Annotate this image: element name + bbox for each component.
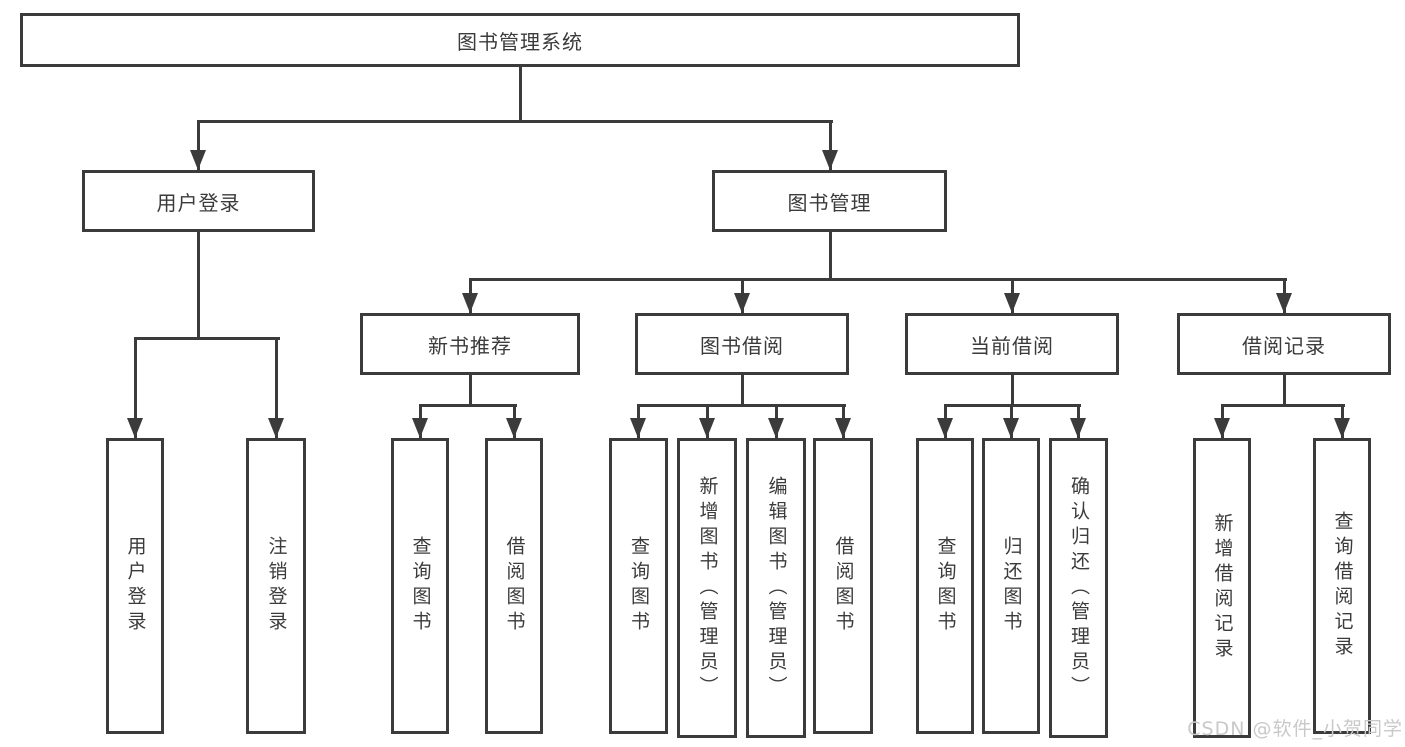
node-book-borrowing: 图书借阅 xyxy=(635,313,849,375)
node-label-new-book-recommend: 新书推荐 xyxy=(428,333,512,358)
node-leaf-cb-confirm-return: 确认归还（管理员） xyxy=(1049,438,1108,738)
node-label-leaf-cb-confirm-return: 确认归还（管理员） xyxy=(1068,475,1090,701)
connector-line-vertical xyxy=(1011,375,1014,406)
connector-line-vertical xyxy=(829,232,832,280)
arrowhead-down-icon xyxy=(127,418,143,438)
node-label-leaf-br-query-record: 查询借阅记录 xyxy=(1331,511,1354,661)
node-label-leaf-br-add-record: 新增借阅记录 xyxy=(1211,513,1234,663)
node-user-login: 用户登录 xyxy=(82,170,315,232)
connector-line-horizontal xyxy=(134,337,280,340)
arrowhead-down-icon xyxy=(462,293,478,313)
connector-line-vertical xyxy=(134,337,137,438)
arrowhead-down-icon xyxy=(699,418,715,438)
node-leaf-logout: 注销登录 xyxy=(246,438,306,734)
node-current-borrowing: 当前借阅 xyxy=(905,313,1119,375)
node-label-leaf-logout: 注销登录 xyxy=(265,536,288,636)
node-leaf-nbr-query-books: 查询图书 xyxy=(391,438,449,734)
arrowhead-down-icon xyxy=(822,150,838,170)
node-leaf-bb-edit-books: 编辑图书（管理员） xyxy=(746,438,806,738)
arrowhead-down-icon xyxy=(268,418,284,438)
connector-line-vertical xyxy=(197,120,200,170)
arrowhead-down-icon xyxy=(1004,293,1020,313)
arrowhead-down-icon xyxy=(1334,418,1350,438)
connector-line-vertical xyxy=(741,375,744,406)
node-leaf-br-add-record: 新增借阅记录 xyxy=(1193,438,1251,738)
node-label-leaf-user-login: 用户登录 xyxy=(124,536,147,636)
node-label-leaf-bb-borrow-books: 借阅图书 xyxy=(832,536,855,636)
node-leaf-br-query-record: 查询借阅记录 xyxy=(1313,438,1371,734)
node-borrowing-records: 借阅记录 xyxy=(1177,313,1391,375)
node-label-leaf-bb-add-books: 新增图书（管理员） xyxy=(696,475,719,701)
connector-line-horizontal xyxy=(637,404,846,407)
node-root: 图书管理系统 xyxy=(20,13,1020,67)
connector-line-horizontal xyxy=(419,404,517,407)
arrowhead-down-icon xyxy=(412,418,428,438)
connector-line-vertical xyxy=(197,232,200,339)
connector-line-vertical xyxy=(519,67,522,122)
node-label-leaf-bb-edit-books: 编辑图书（管理员） xyxy=(765,475,788,701)
connector-line-horizontal xyxy=(197,120,833,123)
connector-line-vertical xyxy=(1283,375,1286,406)
arrowhead-down-icon xyxy=(506,418,522,438)
node-label-root: 图书管理系统 xyxy=(457,29,583,54)
node-label-borrowing-records: 借阅记录 xyxy=(1242,333,1326,358)
node-label-user-login: 用户登录 xyxy=(156,190,241,215)
arrowhead-down-icon xyxy=(937,418,953,438)
connector-line-horizontal xyxy=(1221,404,1345,407)
csdn-watermark: CSDN @软件_小贺同学 xyxy=(1187,718,1403,740)
node-leaf-cb-return-books: 归还图书 xyxy=(982,438,1040,734)
node-label-leaf-bb-query-books: 查询图书 xyxy=(628,536,650,636)
connector-line-vertical xyxy=(829,120,832,170)
node-label-leaf-cb-return-books: 归还图书 xyxy=(1000,536,1023,636)
node-new-book-recommend: 新书推荐 xyxy=(360,313,580,375)
node-label-leaf-nbr-query-books: 查询图书 xyxy=(409,536,432,636)
arrowhead-down-icon xyxy=(1070,418,1086,438)
node-leaf-bb-borrow-books: 借阅图书 xyxy=(813,438,873,734)
node-leaf-user-login: 用户登录 xyxy=(106,438,164,734)
node-label-book-management: 图书管理 xyxy=(787,190,872,215)
arrowhead-down-icon xyxy=(630,418,646,438)
connector-line-horizontal xyxy=(469,278,1287,281)
arrowhead-down-icon xyxy=(734,293,750,313)
connector-line-vertical xyxy=(469,375,472,406)
arrowhead-down-icon xyxy=(190,150,206,170)
arrowhead-down-icon xyxy=(835,418,851,438)
node-label-current-borrowing: 当前借阅 xyxy=(970,333,1054,358)
node-label-leaf-cb-query-books: 查询图书 xyxy=(934,536,957,636)
arrowhead-down-icon xyxy=(1003,418,1019,438)
node-label-leaf-nbr-borrow-books: 借阅图书 xyxy=(503,536,526,636)
arrowhead-down-icon xyxy=(1214,418,1230,438)
node-leaf-bb-query-books: 查询图书 xyxy=(609,438,668,734)
arrowhead-down-icon xyxy=(1276,293,1292,313)
connector-line-vertical xyxy=(275,337,278,438)
node-leaf-cb-query-books: 查询图书 xyxy=(916,438,974,734)
node-label-book-borrowing: 图书借阅 xyxy=(700,333,784,358)
node-book-management: 图书管理 xyxy=(712,170,947,232)
node-leaf-nbr-borrow-books: 借阅图书 xyxy=(485,438,543,734)
node-leaf-bb-add-books: 新增图书（管理员） xyxy=(677,438,737,738)
arrowhead-down-icon xyxy=(768,418,784,438)
